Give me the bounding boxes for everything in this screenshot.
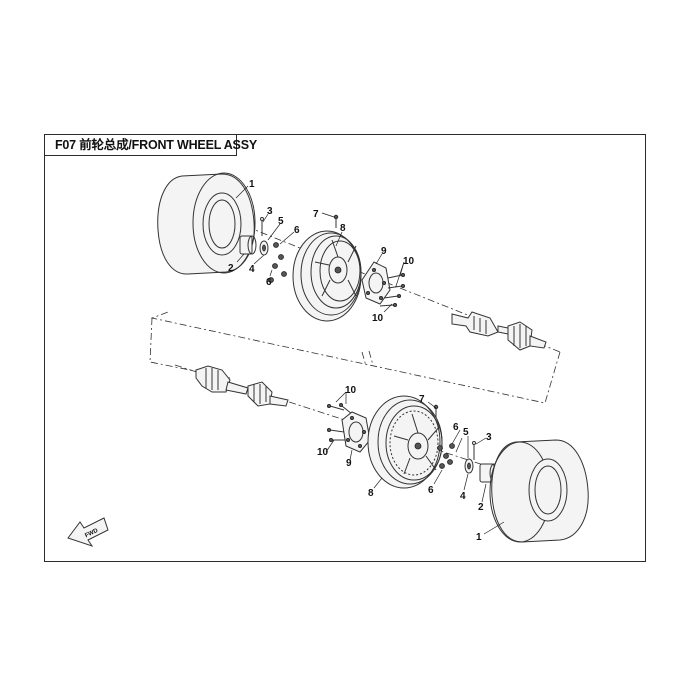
diagram-frame: [44, 134, 646, 562]
top-hub: [361, 261, 391, 305]
bottom-lug-nuts: [437, 443, 455, 469]
top-hub-bolts: [379, 272, 405, 307]
bottom-callout-5: 5: [463, 427, 469, 438]
bottom-callouts: 10 10 9 7 8 6 6 5 4 3 2 1: [317, 385, 492, 543]
bottom-callout-8: 8: [368, 488, 374, 499]
top-cotter-pin: [260, 217, 264, 236]
bottom-callout-6b: 6: [428, 485, 434, 496]
top-leader-lines: [235, 185, 405, 313]
top-rim: [292, 230, 362, 322]
fwd-label: FWD: [84, 528, 100, 540]
bottom-rim: [367, 395, 443, 489]
bottom-washer: [464, 458, 474, 474]
bottom-callout-9: 9: [346, 458, 352, 469]
bottom-cotter-pin: [472, 441, 476, 460]
bottom-callout-7: 7: [419, 394, 425, 405]
bottom-callout-6a: 6: [453, 422, 459, 433]
bottom-hub: [341, 411, 371, 453]
bottom-callout-3: 3: [486, 432, 492, 443]
forward-direction-arrow: FWD: [67, 517, 109, 547]
top-callout-4: 4: [249, 264, 255, 275]
top-callout-3: 3: [267, 206, 273, 217]
bottom-tire: [489, 439, 589, 543]
top-callout-10b: 10: [372, 313, 384, 324]
top-valve-stem: [333, 214, 339, 228]
top-hub-nut: [239, 235, 257, 255]
top-callout-6b: 6: [266, 277, 272, 288]
bottom-drive-shaft: [195, 365, 289, 407]
top-callouts: 1 2 3 4 5 6 6 7 8 9 10 10: [228, 179, 415, 324]
top-callout-7: 7: [313, 209, 319, 220]
top-tire: [157, 172, 256, 275]
top-callout-5: 5: [278, 216, 284, 227]
top-callout-9: 9: [381, 246, 387, 257]
top-callout-1: 1: [249, 179, 255, 190]
top-lug-nuts: [268, 242, 287, 283]
bottom-callout-4: 4: [460, 491, 466, 502]
bottom-callout-10b: 10: [317, 447, 329, 458]
bottom-callout-10a: 10: [345, 385, 357, 396]
bottom-leader-lines: [325, 391, 505, 535]
bottom-callout-1: 1: [476, 532, 482, 543]
top-callout-6a: 6: [294, 225, 300, 236]
top-callout-10a: 10: [403, 256, 415, 267]
top-callout-8: 8: [340, 223, 346, 234]
top-washer: [259, 240, 269, 256]
bottom-callout-2: 2: [478, 502, 484, 513]
top-drive-shaft: [451, 311, 547, 351]
bottom-hub-bolts: [326, 402, 353, 442]
diagram-title: F07 前轮总成/FRONT WHEEL ASSY: [44, 134, 257, 156]
top-callout-2: 2: [228, 263, 234, 274]
